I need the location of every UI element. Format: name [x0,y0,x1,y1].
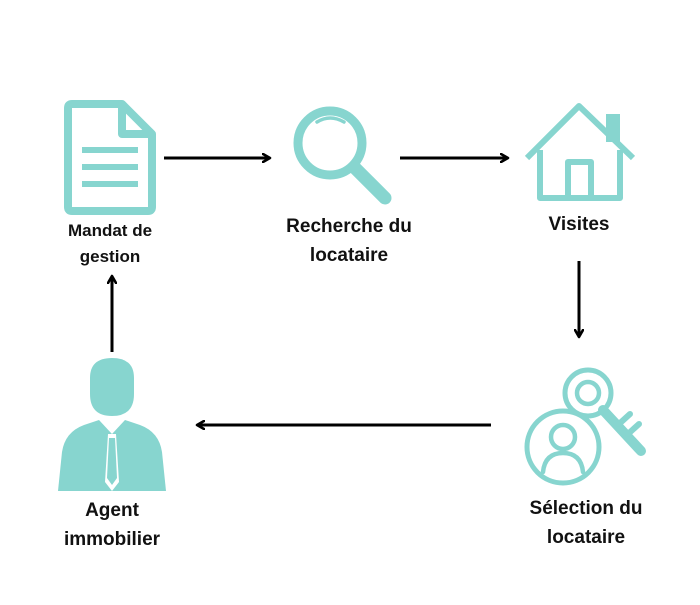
house-icon [524,103,636,201]
node-label-visites: Visites [548,214,610,235]
magnifier-icon [293,106,392,205]
person-key-icon [524,367,646,486]
businessman-icon [58,358,166,491]
node-label-mandat: Mandat de gestion [67,221,153,266]
node-label-agent: Agent immobilier [63,500,161,550]
document-icon [64,100,156,215]
node-label-selection: Sélection du locataire [529,498,643,548]
node-label-recherche: Recherche du locataire [286,216,412,266]
